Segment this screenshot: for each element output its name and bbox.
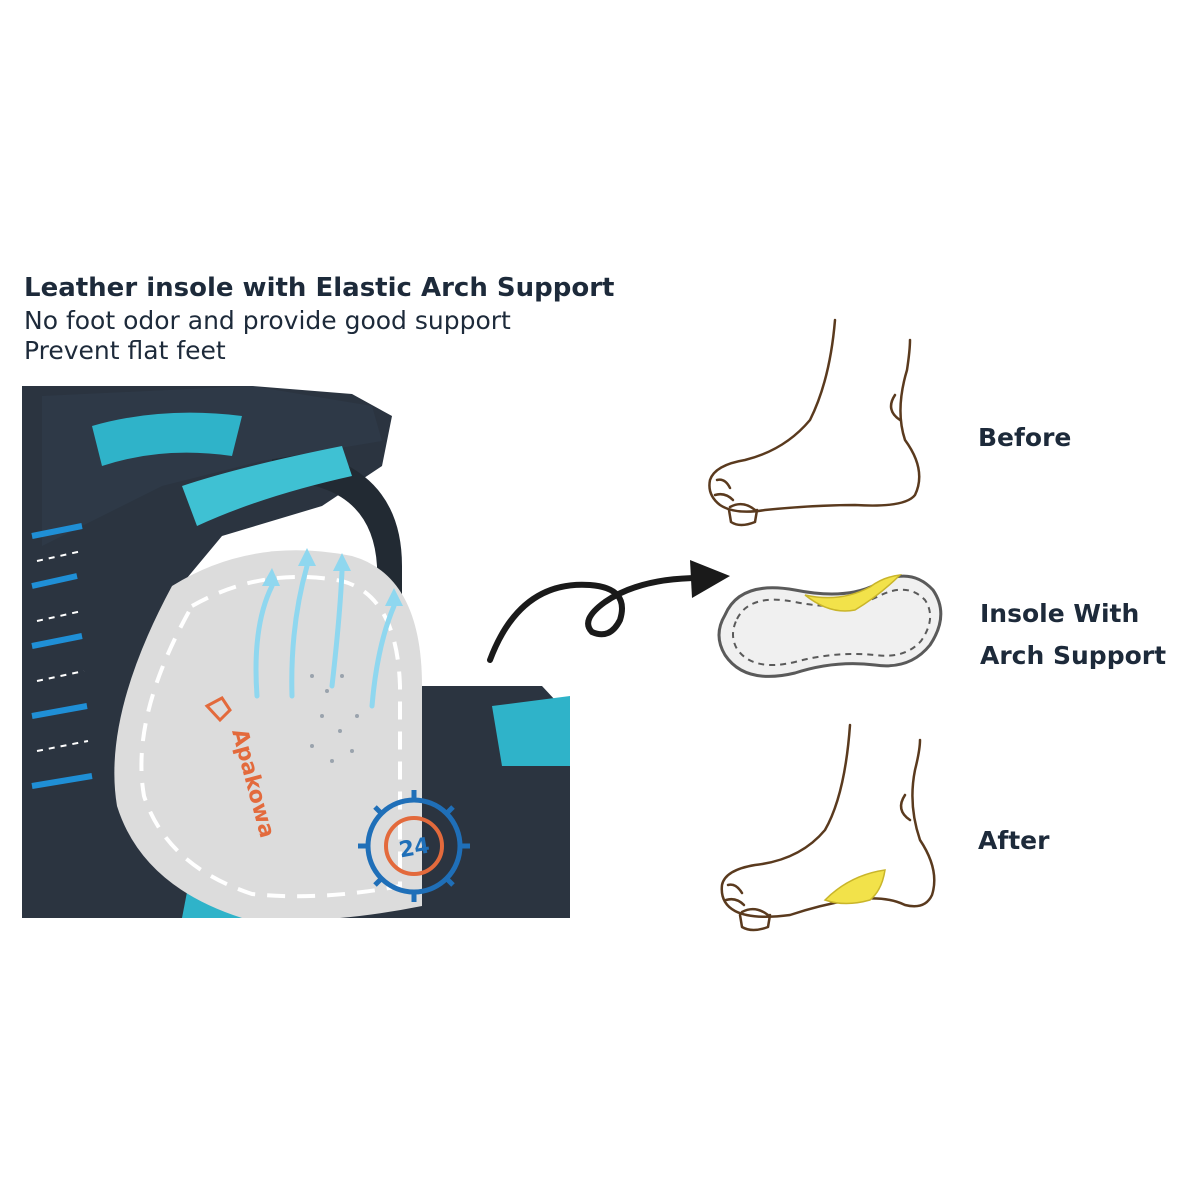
label-before: Before	[978, 423, 1072, 452]
foot-before-icon	[708, 318, 921, 527]
arch-insole-icon	[717, 574, 943, 678]
header-block: Leather insole with Elastic Arch Support…	[24, 270, 644, 366]
subline-odor: No foot odor and provide good support	[24, 306, 511, 335]
subline-flat-feet: Prevent flat feet	[24, 336, 226, 365]
insole-size-text: 24	[397, 833, 432, 863]
label-insole-arch-support: Insole With Arch Support	[980, 599, 1167, 670]
size-wheel-icon	[358, 790, 470, 902]
headline: Leather insole with Elastic Arch Support	[24, 273, 615, 303]
sandal-photo: Apakowa 24	[22, 386, 570, 918]
label-after: After	[978, 826, 1050, 855]
foot-after-icon	[720, 723, 936, 932]
curved-arrow-icon	[487, 560, 730, 663]
